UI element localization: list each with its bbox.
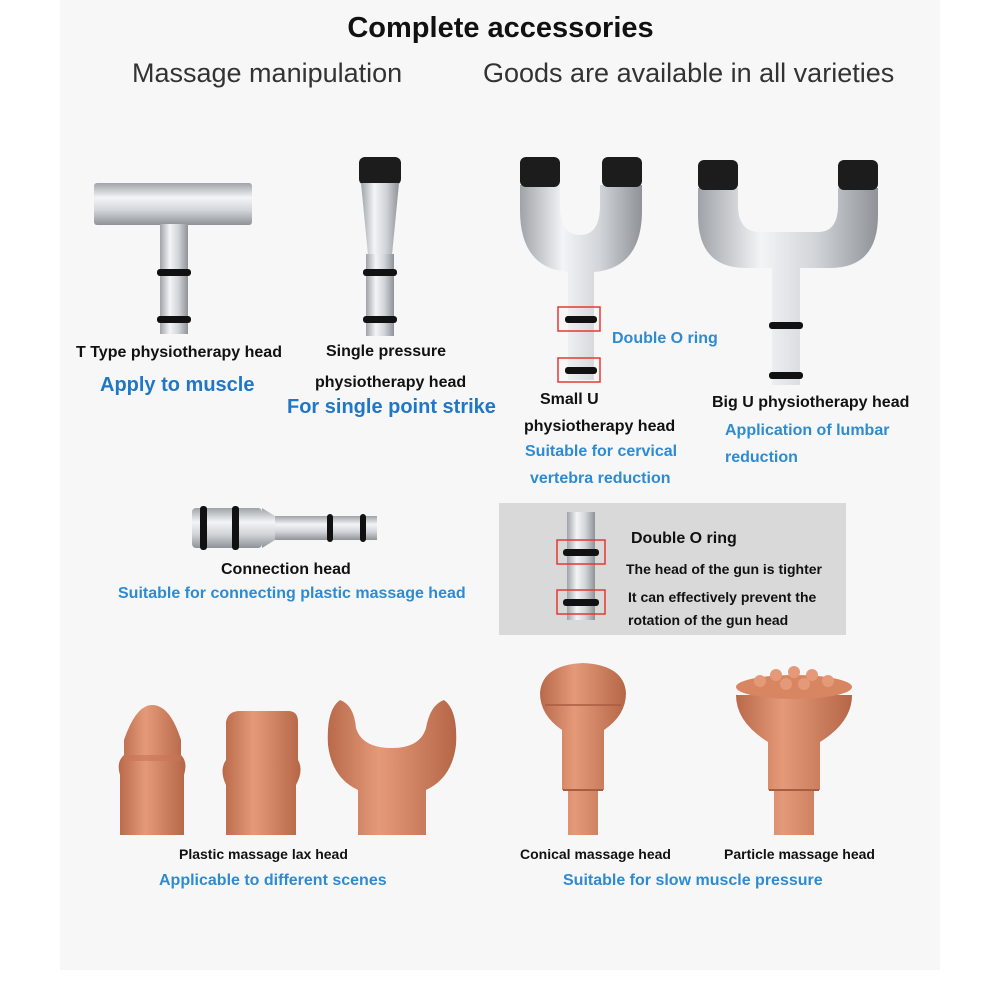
t-type-name: T Type physiotherapy head [76,344,282,361]
conical-name: Conical massage head [520,846,671,862]
single-use: For single point strike [287,396,496,418]
small-u-head-image [520,157,642,383]
particle-name: Particle massage head [724,846,875,862]
plastic-lax-use: Applicable to different scenes [159,872,387,889]
o-ring-info-line1: The head of the gun is tighter [626,561,822,577]
o-ring-info-line2: It can effectively prevent the [628,589,817,605]
right-subtitle: Goods are available in all varieties [483,58,895,88]
small-u-use-line2: vertebra reduction [530,470,671,487]
connection-use: Suitable for connecting plastic massage … [118,585,466,602]
big-u-head-image [698,160,878,385]
single-name-line1: Single pressure [326,343,447,360]
conical-head-image [540,663,626,835]
flat-plastic-head-image [222,711,301,835]
left-subtitle: Massage manipulation [132,58,403,88]
t-type-head-image [94,183,252,334]
connection-name: Connection head [221,561,351,578]
fork-plastic-head-image [327,700,457,835]
o-ring-info-line3: rotation of the gun head [628,612,789,628]
big-u-name: Big U physiotherapy head [712,394,910,411]
small-u-name-line2: physiotherapy head [524,418,676,435]
small-u-callout: Double O ring [612,330,718,347]
connection-head-image [192,506,377,550]
t-type-use: Apply to muscle [100,374,255,396]
plastic-lax-name: Plastic massage lax head [179,846,348,862]
o-ring-info-title: Double O ring [631,530,737,547]
single-name-line2: physiotherapy head [315,374,467,391]
small-u-name-line1: Small U [540,391,599,408]
single-pressure-head-image [359,157,401,336]
page-title: Complete accessories [347,12,654,44]
particle-head-image [736,666,852,835]
slow-pressure-use: Suitable for slow muscle pressure [563,872,823,889]
big-u-use-line2: reduction [725,449,798,466]
small-u-use-line1: Suitable for cervical [525,443,678,460]
big-u-use-line1: Application of lumbar [725,422,890,439]
bullet-plastic-head-image [118,705,186,835]
